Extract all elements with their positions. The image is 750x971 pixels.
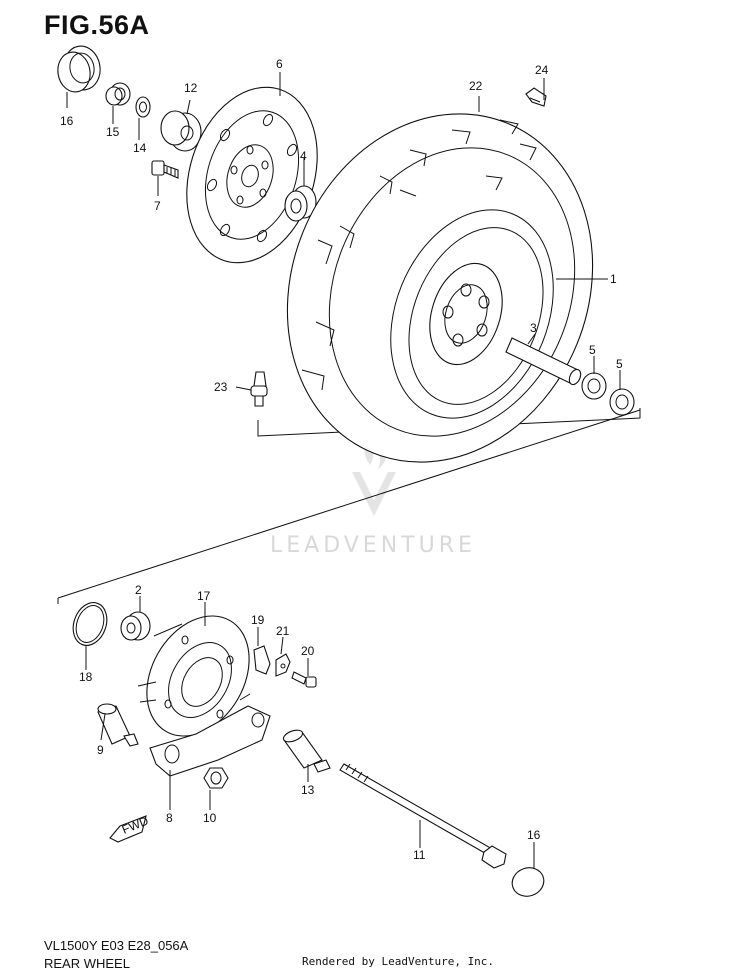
- callout-15: 15: [106, 125, 120, 139]
- part-3-collar[interactable]: [505, 337, 583, 386]
- part-1-rear-wheel-rim[interactable]: [361, 185, 583, 442]
- part-13-collar[interactable]: [282, 728, 331, 773]
- part-11-rear-axle[interactable]: [339, 763, 507, 869]
- callout-4: 4: [300, 149, 307, 163]
- callout-1: 1: [610, 272, 617, 286]
- part-16-dust-seal[interactable]: [55, 43, 104, 94]
- part-10-nut[interactable]: [203, 767, 229, 789]
- callout-16b: 16: [527, 828, 541, 842]
- callout-5a: 5: [589, 343, 596, 357]
- callout-17: 17: [197, 589, 211, 603]
- part-5-bearing-a[interactable]: [581, 372, 607, 400]
- part-5-bearing-b[interactable]: [609, 388, 635, 416]
- leader-lines: [66, 72, 621, 868]
- watermark-text: LEADVENTURE: [270, 533, 476, 558]
- part-8-torque-link[interactable]: [149, 705, 271, 777]
- part-4-bearing[interactable]: [284, 185, 317, 222]
- part-17-rear-hub[interactable]: [126, 598, 270, 755]
- callout-16: 16: [60, 114, 74, 128]
- callout-21: 21: [276, 624, 290, 638]
- callout-2: 2: [135, 583, 142, 597]
- part-7-bolt[interactable]: [151, 160, 179, 179]
- callout-10: 10: [203, 811, 217, 825]
- part-20-bolt[interactable]: [291, 671, 317, 688]
- part-2-bearing[interactable]: [120, 611, 151, 641]
- callout-6: 6: [276, 57, 283, 71]
- part-21-plate[interactable]: [275, 653, 291, 677]
- callout-5b: 5: [616, 357, 623, 371]
- diagram-code: VL1500Y E03 E28_056A: [44, 938, 189, 953]
- callout-3: 3: [530, 321, 537, 335]
- figure-title: FIG.56A: [44, 10, 150, 40]
- callout-24: 24: [535, 63, 549, 77]
- callout-23: 23: [214, 380, 228, 394]
- callout-11: 11: [413, 848, 426, 862]
- assembly-divider-line: [57, 409, 641, 599]
- callout-19: 19: [251, 613, 265, 627]
- callout-13: 13: [301, 783, 315, 797]
- rendered-by-credit: Rendered by LeadVenture, Inc.: [302, 955, 495, 968]
- callout-20: 20: [301, 644, 315, 658]
- part-19-cover[interactable]: [253, 645, 271, 675]
- callout-12: 12: [184, 81, 198, 95]
- callout-8: 8: [166, 811, 173, 825]
- callout-14: 14: [133, 141, 147, 155]
- fwd-arrow-icon: FWD: [109, 813, 151, 843]
- callout-9: 9: [97, 743, 104, 757]
- part-15-spacer[interactable]: [105, 82, 131, 106]
- part-18-o-ring[interactable]: [67, 598, 112, 650]
- callout-18: 18: [79, 670, 93, 684]
- part-12-spacer[interactable]: [160, 110, 202, 152]
- part-14-washer[interactable]: [135, 96, 151, 118]
- diagram-name: REAR WHEEL: [44, 956, 130, 971]
- callout-7: 7: [154, 199, 161, 213]
- part-23-valve[interactable]: [250, 371, 268, 407]
- part-16-cap[interactable]: [508, 863, 548, 900]
- part-24-clip[interactable]: [525, 87, 547, 107]
- part-9-shaft[interactable]: [97, 703, 139, 747]
- callout-22: 22: [469, 79, 483, 93]
